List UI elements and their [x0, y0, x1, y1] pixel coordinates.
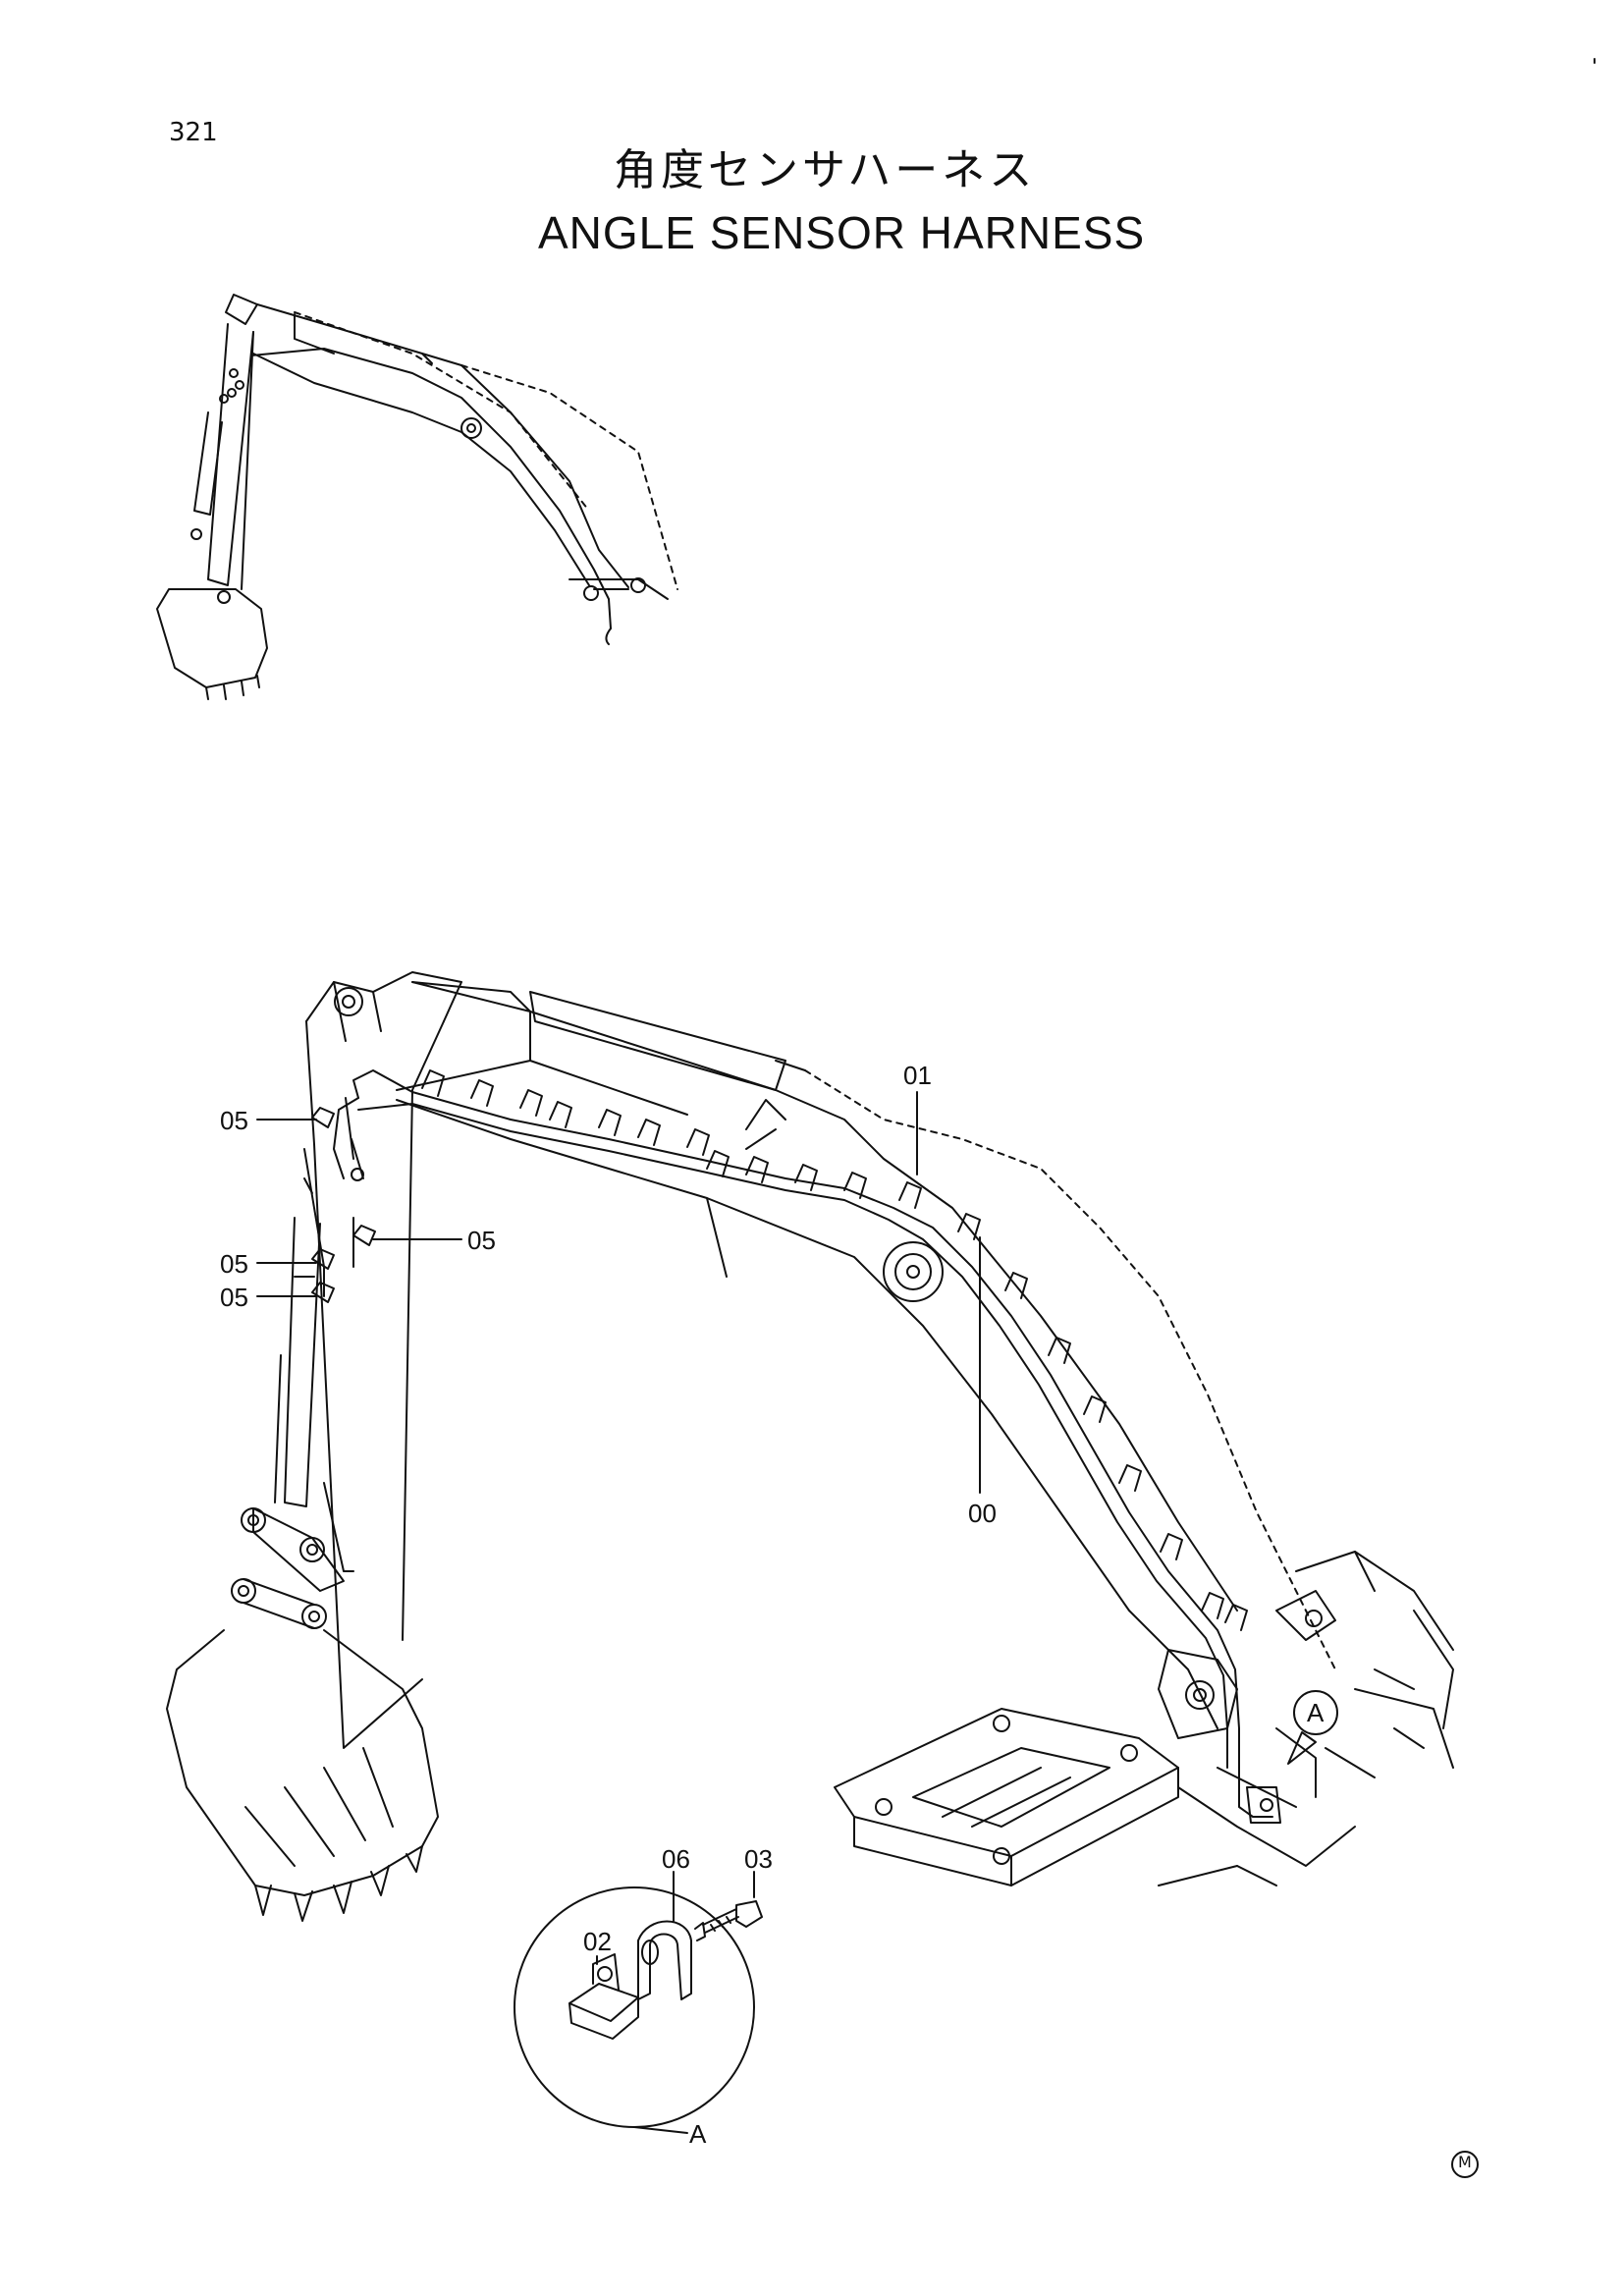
trademark-letter: M — [1458, 2153, 1472, 2171]
detail-view-a — [514, 1871, 763, 2134]
title-japanese: 角度センサハーネス — [614, 145, 1037, 195]
callout-a-detail: A — [689, 2119, 707, 2149]
callout-05-top: 05 — [220, 1106, 248, 1135]
callout-00: 00 — [968, 1499, 997, 1528]
page-number: 321 — [169, 118, 218, 147]
callout-03: 03 — [744, 1844, 773, 1874]
callout-02: 02 — [583, 1927, 612, 1956]
callout-05-mid: 05 — [467, 1226, 496, 1255]
trademark-circle — [1451, 2151, 1479, 2178]
callout-01: 01 — [903, 1061, 932, 1090]
overview-excavator-arm — [156, 294, 678, 700]
callout-05-bottom: 05 — [220, 1283, 248, 1312]
main-excavator-arm — [166, 971, 1454, 1922]
callout-05-lower: 05 — [220, 1249, 248, 1279]
callout-06: 06 — [662, 1844, 690, 1874]
callout-a-marker: A — [1307, 1698, 1325, 1727]
title-english: ANGLE SENSOR HARNESS — [538, 207, 1146, 258]
